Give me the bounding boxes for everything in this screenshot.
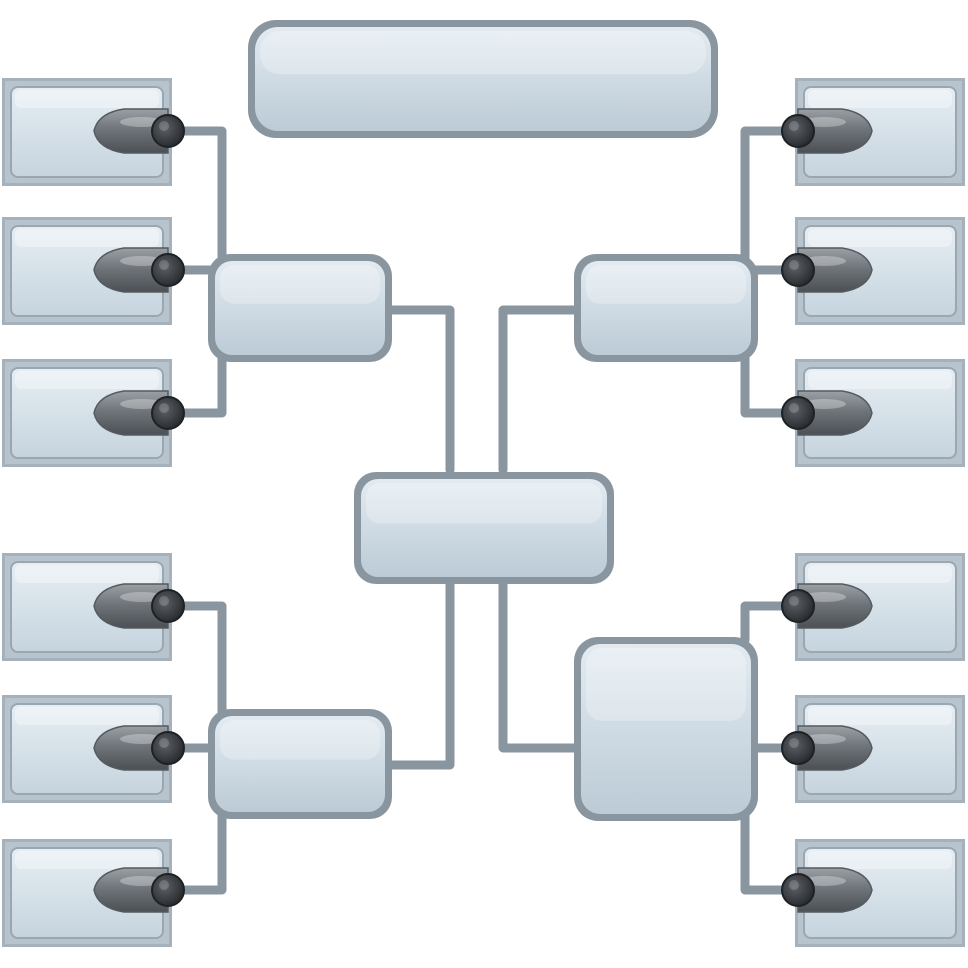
branch-bottom-left — [208, 709, 392, 819]
plug-connector-icon — [781, 725, 873, 771]
plug-connector-icon — [781, 108, 873, 154]
connector-center-top-left — [383, 305, 455, 475]
leaf-bottom-left-1 — [2, 553, 172, 661]
plug-connector-icon — [781, 867, 873, 913]
plug-connector-icon — [93, 247, 185, 293]
title-box — [248, 20, 718, 138]
connector-center-top-right — [498, 305, 583, 475]
leaf-bottom-left-2 — [2, 695, 172, 803]
branch-bottom-right — [574, 637, 758, 821]
connector-center-bottom-right — [498, 577, 583, 753]
connector-tr-leaf-1 — [740, 126, 805, 263]
central-node — [354, 472, 614, 584]
connector-bl-leaf-1 — [163, 601, 227, 718]
plug-connector-icon — [93, 583, 185, 629]
connector-tl-leaf-3 — [163, 353, 227, 418]
branch-top-right — [574, 254, 758, 362]
connector-tl-leaf-1 — [163, 126, 227, 263]
connector-center-bottom-left — [383, 577, 455, 770]
diagram-nodes — [2, 20, 965, 947]
plug-connector-icon — [781, 583, 873, 629]
plug-connector-icon — [93, 725, 185, 771]
plug-connector-icon — [93, 390, 185, 436]
plug-connector-icon — [93, 108, 185, 154]
plug-connector-icon — [781, 247, 873, 293]
plug-connector-icon — [93, 867, 185, 913]
plug-connectors — [93, 108, 873, 913]
branch-top-left — [208, 254, 392, 362]
connector-bl-leaf-3 — [163, 810, 227, 895]
plug-connector-icon — [781, 390, 873, 436]
